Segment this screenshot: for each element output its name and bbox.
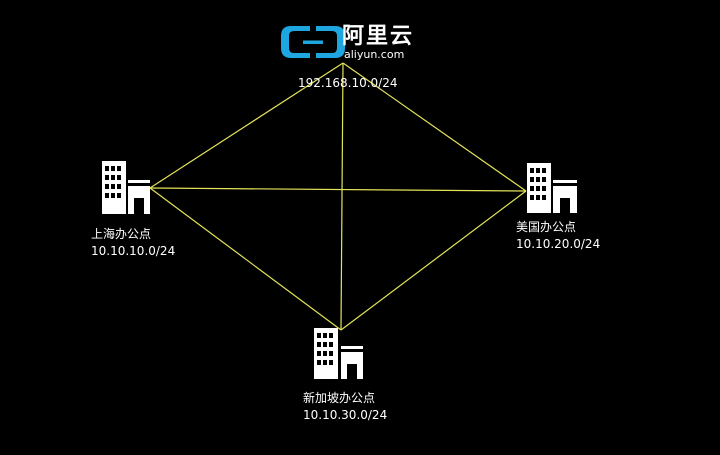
singapore-subnet: 10.10.30.0/24 — [303, 408, 388, 422]
link-aliyun-singapore — [340, 62, 344, 331]
link-aliyun-shanghai — [149, 62, 344, 189]
usa-subnet: 10.10.20.0/24 — [516, 237, 601, 251]
usa-label: 美国办公点 — [516, 220, 577, 234]
singapore-building-icon — [314, 328, 363, 379]
link-shanghai-usa — [149, 187, 527, 192]
aliyun-logo-name: 阿里云 — [342, 24, 415, 49]
singapore-label: 新加坡办公点 — [303, 391, 376, 405]
shanghai-subnet: 10.10.10.0/24 — [91, 244, 176, 258]
shanghai-label: 上海办公点 — [91, 227, 152, 241]
shanghai-building-icon — [102, 161, 150, 214]
link-aliyun-usa — [342, 62, 527, 192]
link-usa-singapore — [340, 190, 527, 331]
aliyun-subnet: 192.168.10.0/24 — [298, 76, 398, 90]
aliyun-logo-icon — [281, 26, 345, 58]
usa-building-icon — [527, 163, 577, 213]
link-shanghai-singapore — [149, 187, 342, 331]
aliyun-logo-domain: aliyun.com — [344, 48, 405, 61]
